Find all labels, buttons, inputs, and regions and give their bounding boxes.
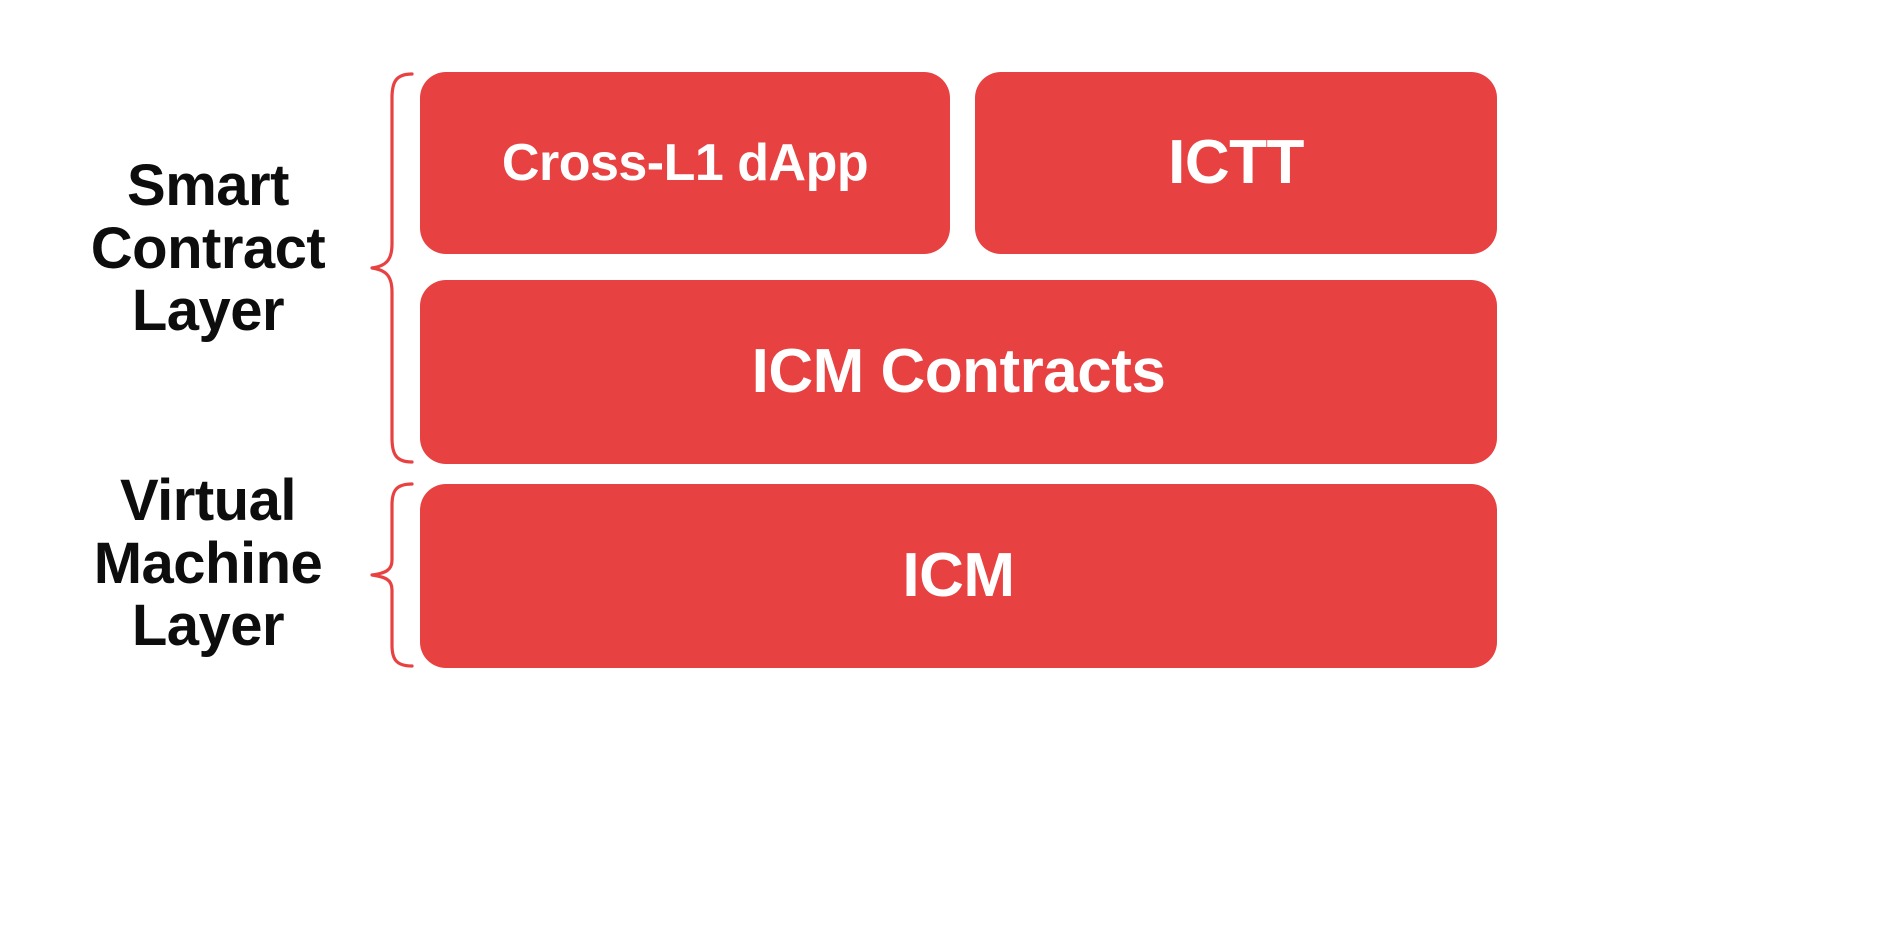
curly-brace-icon-virtual-machine-layer bbox=[370, 482, 414, 668]
box-cross-l1-dapp[interactable]: Cross-L1 dApp bbox=[420, 72, 950, 254]
box-icm-contracts[interactable]: ICM Contracts bbox=[420, 280, 1497, 464]
group-label-smart-contract-layer: Smart Contract Layer bbox=[90, 153, 326, 344]
box-icm[interactable]: ICM bbox=[420, 484, 1497, 668]
curly-brace-icon-smart-contract-layer bbox=[370, 72, 414, 464]
box-label-ictt: ICTT bbox=[1168, 128, 1304, 197]
box-ictt[interactable]: ICTT bbox=[975, 72, 1497, 254]
box-label-icm-contracts: ICM Contracts bbox=[751, 337, 1166, 406]
group-label-virtual-machine-layer: Virtual Machine Layer bbox=[93, 468, 323, 659]
box-label-icm: ICM bbox=[902, 541, 1015, 610]
box-label-cross-l1-dapp: Cross-L1 dApp bbox=[501, 134, 869, 192]
